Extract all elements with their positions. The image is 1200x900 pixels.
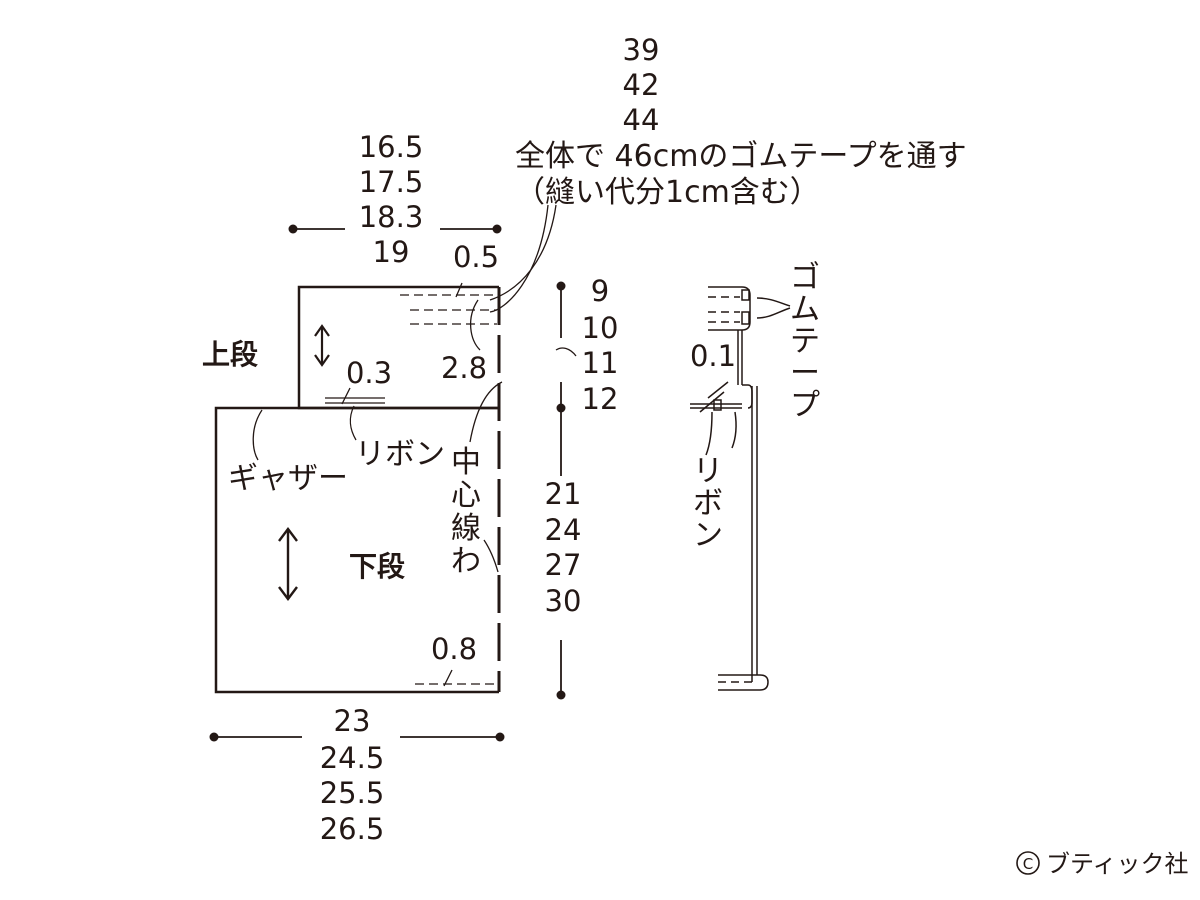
seam-hem: 0.8	[431, 632, 477, 666]
elastic-v-char-4: ー	[790, 356, 820, 391]
copyright-icon	[1016, 851, 1040, 875]
lower-width-2: 24.5	[320, 741, 385, 775]
top-number-1: 39	[623, 33, 660, 67]
lower-height-2: 24	[545, 513, 582, 547]
upper-width-4: 19	[373, 235, 410, 269]
lower-height-4: 30	[545, 584, 582, 618]
cross-section	[690, 286, 791, 691]
seam-upper-top: 0.5	[453, 240, 499, 274]
elastic-v-char-3: テ	[790, 324, 820, 359]
leader-elastic-2	[489, 204, 549, 313]
elastic-v-char-5: プ	[790, 388, 820, 423]
ribbon-v-char-3: ン	[693, 518, 723, 553]
upper-width-3: 18.3	[359, 200, 424, 234]
center-line-char-4: わ	[451, 544, 481, 579]
lower-width-3: 25.5	[320, 776, 385, 810]
lower-panel-outline	[214, 406, 499, 694]
label-upper: 上段	[202, 338, 258, 371]
ribbon-v-char-1: リ	[693, 454, 723, 489]
upper-height-2: 10	[582, 311, 619, 345]
lower-height-3: 27	[545, 548, 582, 582]
label-ribbon: リボン	[355, 437, 445, 472]
elastic-v-char-1: ゴ	[790, 260, 820, 295]
upper-height-1: 9	[591, 274, 609, 308]
copyright-text: ブティック社	[1046, 850, 1189, 878]
top-number-2: 42	[623, 68, 660, 102]
upper-height-3: 11	[582, 346, 619, 380]
label-lower: 下段	[349, 550, 405, 583]
seam-upper-casing: 2.8	[441, 351, 487, 385]
top-number-3: 44	[623, 103, 660, 137]
center-line-char-1: 中	[451, 445, 481, 480]
ribbon-v-char-2: ボ	[693, 486, 723, 521]
upper-panel-outline	[297, 285, 499, 410]
label-gather: ギャザー	[228, 461, 348, 496]
upper-height-4: 12	[582, 382, 619, 416]
upper-width-1: 16.5	[359, 130, 424, 164]
elastic-v-char-2: ム	[790, 292, 820, 327]
copyright-c: C	[1023, 855, 1033, 873]
elastic-note-line-2: （縫い代分1cm含む）	[515, 175, 820, 210]
upper-width-2: 17.5	[359, 165, 424, 199]
seam-side: 0.1	[690, 339, 736, 373]
center-line-char-2: 心	[451, 478, 481, 513]
lower-height-1: 21	[545, 477, 582, 511]
elastic-note-line-1: 全体で 46cmのゴムテープを通す	[515, 139, 967, 174]
lower-width-4: 26.5	[320, 812, 385, 846]
seam-ribbon: 0.3	[346, 356, 392, 390]
center-line-char-3: 線	[451, 511, 481, 546]
lower-width-1: 23	[334, 704, 371, 738]
